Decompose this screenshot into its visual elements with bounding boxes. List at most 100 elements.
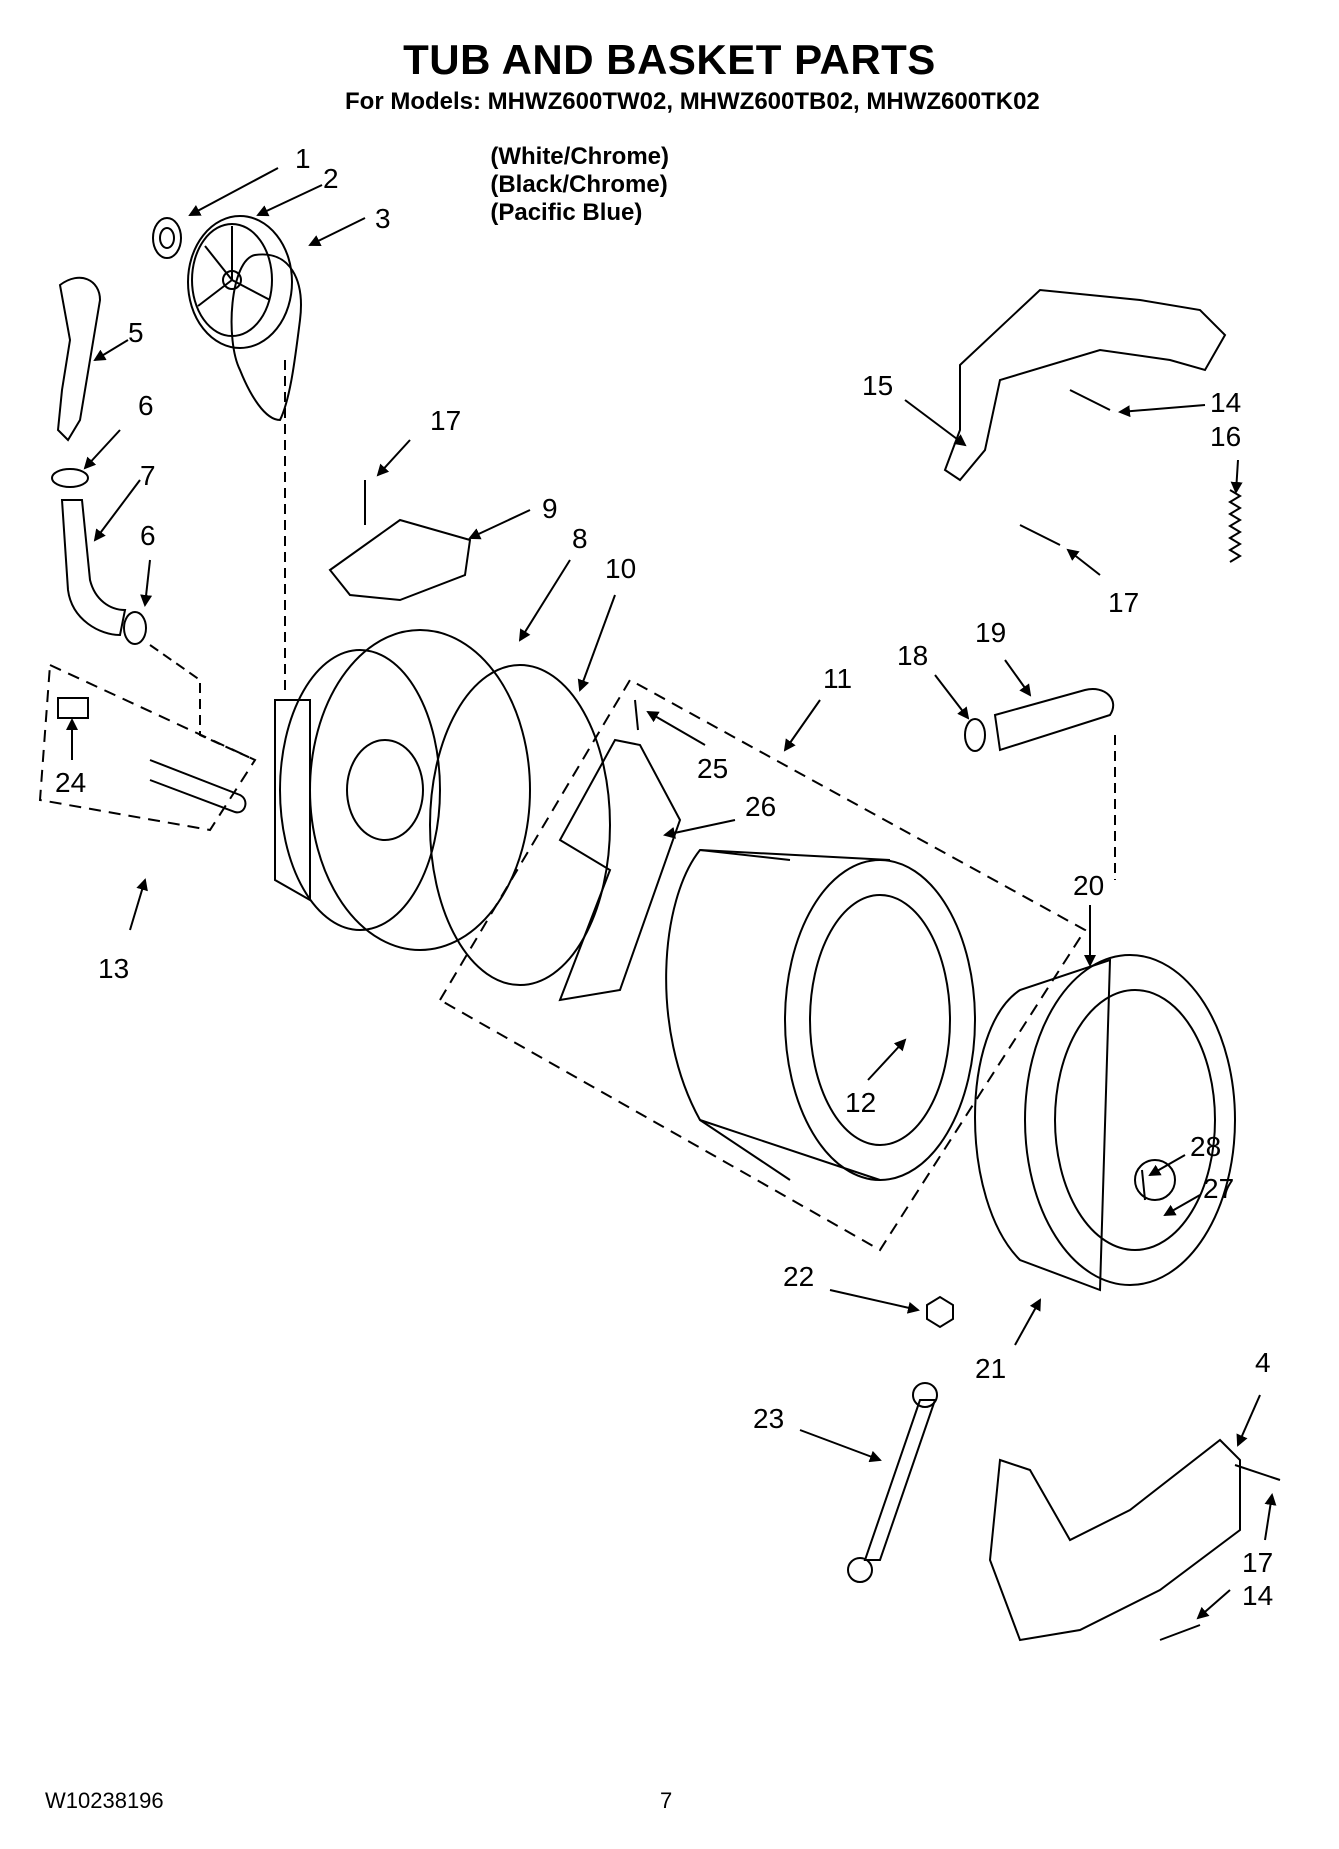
callout-4: 4 xyxy=(1255,1347,1271,1378)
bolt-14-lower xyxy=(1159,1624,1201,1641)
callout-26: 26 xyxy=(745,791,776,822)
arrow-6-upper xyxy=(83,429,121,470)
color-white-chrome: (White/Chrome) xyxy=(490,143,669,170)
bolt-28 xyxy=(1141,1169,1146,1201)
arrow-27 xyxy=(1163,1194,1201,1216)
arrow-7 xyxy=(93,479,141,542)
callout-3: 3 xyxy=(375,203,391,234)
bolt-17-lower xyxy=(1234,1464,1281,1481)
callout-6-upper: 6 xyxy=(138,390,154,421)
arrow-17-lower xyxy=(1264,1493,1277,1541)
document-number: W10238196 xyxy=(45,1788,164,1813)
arrow-5 xyxy=(93,339,129,362)
nut-22 xyxy=(926,1295,954,1329)
hose-clamp-18 xyxy=(964,718,986,752)
arrow-8 xyxy=(518,559,571,642)
callout-11: 11 xyxy=(823,663,852,694)
callout-20: 20 xyxy=(1073,870,1104,901)
sump-hose xyxy=(60,499,127,637)
callout-17-lower: 17 xyxy=(1242,1547,1273,1578)
arrow-28 xyxy=(1148,1154,1186,1176)
tub-spring xyxy=(1228,489,1242,563)
heater-element xyxy=(149,759,247,814)
callout-2: 2 xyxy=(323,163,339,194)
callout-9: 9 xyxy=(542,493,558,524)
callout-17-upper: 17 xyxy=(430,405,461,436)
arrow-15 xyxy=(904,399,967,447)
callout-15: 15 xyxy=(862,370,893,401)
arrow-25 xyxy=(646,710,706,746)
arrow-16 xyxy=(1230,459,1243,494)
callout-21: 21 xyxy=(975,1353,1006,1384)
callout-13: 13 xyxy=(98,953,129,984)
callout-18: 18 xyxy=(897,640,928,671)
arrow-26 xyxy=(663,819,736,839)
page-number: 7 xyxy=(660,1788,673,1813)
rear-tub xyxy=(274,629,531,951)
callout-8: 8 xyxy=(572,523,588,554)
arrow-2 xyxy=(256,184,323,217)
leader-hose-to-tub xyxy=(149,644,256,761)
front-tub xyxy=(974,954,1236,1292)
heater-outline xyxy=(38,663,257,832)
arrow-4 xyxy=(1236,1394,1261,1447)
callout-23: 23 xyxy=(753,1403,784,1434)
models-line: For Models: MHWZ600TW02, MHWZ600TB02, MH… xyxy=(345,88,1040,115)
arrow-22 xyxy=(829,1289,920,1314)
arrow-14-upper xyxy=(1118,404,1206,418)
bolt-14-upper xyxy=(1069,389,1111,411)
pulley-nut xyxy=(152,217,182,259)
shock-absorber xyxy=(863,1399,937,1561)
callout-14-upper: 14 xyxy=(1210,387,1241,418)
color-black-chrome: (Black/Chrome) xyxy=(490,171,668,198)
callout-14-lower: 14 xyxy=(1242,1580,1273,1611)
model-colors: (White/Chrome) (Black/Chrome) (Pacific B… xyxy=(477,115,683,227)
arrow-13 xyxy=(129,878,148,931)
arrow-19 xyxy=(1004,659,1032,697)
arrow-23 xyxy=(799,1429,882,1463)
drive-belt xyxy=(230,253,302,422)
callout-10: 10 xyxy=(605,553,636,584)
callout-16: 16 xyxy=(1210,421,1241,452)
arrow-6-lower xyxy=(140,559,153,607)
lower-counterweight xyxy=(988,1438,1241,1642)
heater-sensor xyxy=(57,697,89,719)
arrow-21 xyxy=(1014,1298,1041,1346)
callout-17-right: 17 xyxy=(1108,587,1139,618)
hose-clamp-upper xyxy=(51,468,89,488)
drain-hose xyxy=(56,276,102,442)
motor-mount xyxy=(328,518,472,602)
callout-1: 1 xyxy=(295,143,311,174)
callout-6-lower: 6 xyxy=(140,520,156,551)
page-title: TUB AND BASKET PARTS xyxy=(403,36,936,83)
callout-5: 5 xyxy=(128,317,144,348)
pressure-hose xyxy=(993,688,1115,752)
callout-25: 25 xyxy=(697,753,728,784)
hose-clamp-lower xyxy=(123,611,147,645)
arrow-11 xyxy=(783,699,821,752)
callout-24: 24 xyxy=(55,767,86,798)
arrow-9 xyxy=(468,509,531,540)
arrow-3 xyxy=(308,217,366,246)
arrow-14-lower xyxy=(1196,1589,1231,1620)
drive-pulley xyxy=(187,215,293,349)
arrow-17-upper xyxy=(376,439,411,477)
callout-7: 7 xyxy=(140,460,156,491)
callout-12: 12 xyxy=(845,1087,876,1118)
arrow-17-right xyxy=(1066,548,1101,576)
arrow-18 xyxy=(934,674,970,720)
tub-seal xyxy=(429,664,611,986)
callout-19: 19 xyxy=(975,617,1006,648)
bolt-17-right xyxy=(1019,524,1061,546)
color-pacific-blue: (Pacific Blue) xyxy=(490,199,643,226)
callout-27: 27 xyxy=(1203,1173,1234,1204)
callout-28: 28 xyxy=(1190,1131,1221,1162)
upper-counterweight xyxy=(943,288,1227,482)
arrow-10 xyxy=(577,594,616,692)
arrow-1 xyxy=(188,167,279,216)
basket-spider xyxy=(558,738,682,1002)
bolt-25 xyxy=(634,699,639,731)
arrow-12 xyxy=(867,1038,907,1081)
basket xyxy=(665,848,976,1181)
